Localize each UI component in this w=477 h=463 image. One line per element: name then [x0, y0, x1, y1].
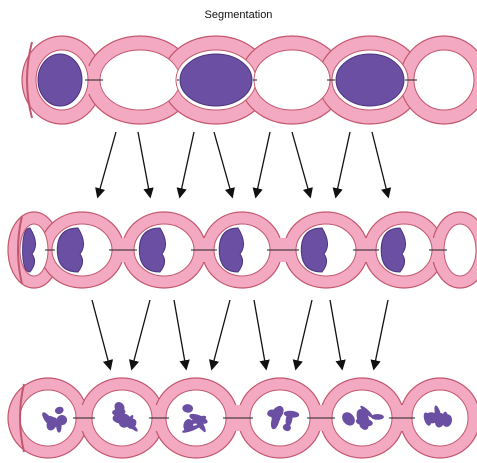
flow-arrow — [256, 132, 270, 196]
flow-arrow — [374, 300, 388, 368]
flow-arrow — [296, 300, 312, 368]
chyme-mass — [336, 54, 404, 106]
chyme-mass — [38, 54, 82, 106]
middle-intestine — [8, 212, 477, 288]
segment-lumen — [414, 50, 474, 110]
chyme-fragment — [44, 417, 57, 421]
flow-arrow — [138, 132, 150, 196]
top-intestine — [22, 36, 477, 124]
flow-arrow — [330, 300, 342, 368]
chyme-half — [301, 228, 327, 272]
chyme-half — [57, 228, 83, 272]
flow-arrow — [92, 300, 110, 368]
segment-lumen — [444, 224, 476, 276]
chyme-half — [23, 228, 36, 272]
chyme-half — [139, 228, 165, 272]
chyme-half — [219, 228, 243, 272]
flow-arrow — [212, 300, 230, 368]
chyme-mass — [180, 54, 252, 106]
flow-arrow — [214, 132, 232, 196]
flow-arrow — [132, 300, 150, 368]
bottom-intestine — [8, 378, 477, 458]
segment-lumen — [254, 50, 330, 110]
flow-arrow — [372, 132, 388, 196]
flow-arrow — [336, 132, 350, 196]
chyme-half — [381, 228, 405, 272]
flow-arrow — [292, 132, 310, 196]
flow-arrow — [174, 300, 186, 368]
chyme-fragment — [371, 414, 384, 420]
flow-arrow — [254, 300, 266, 368]
flow-arrow — [98, 132, 116, 196]
segment-lumen — [100, 50, 180, 110]
flow-arrow — [180, 132, 194, 196]
